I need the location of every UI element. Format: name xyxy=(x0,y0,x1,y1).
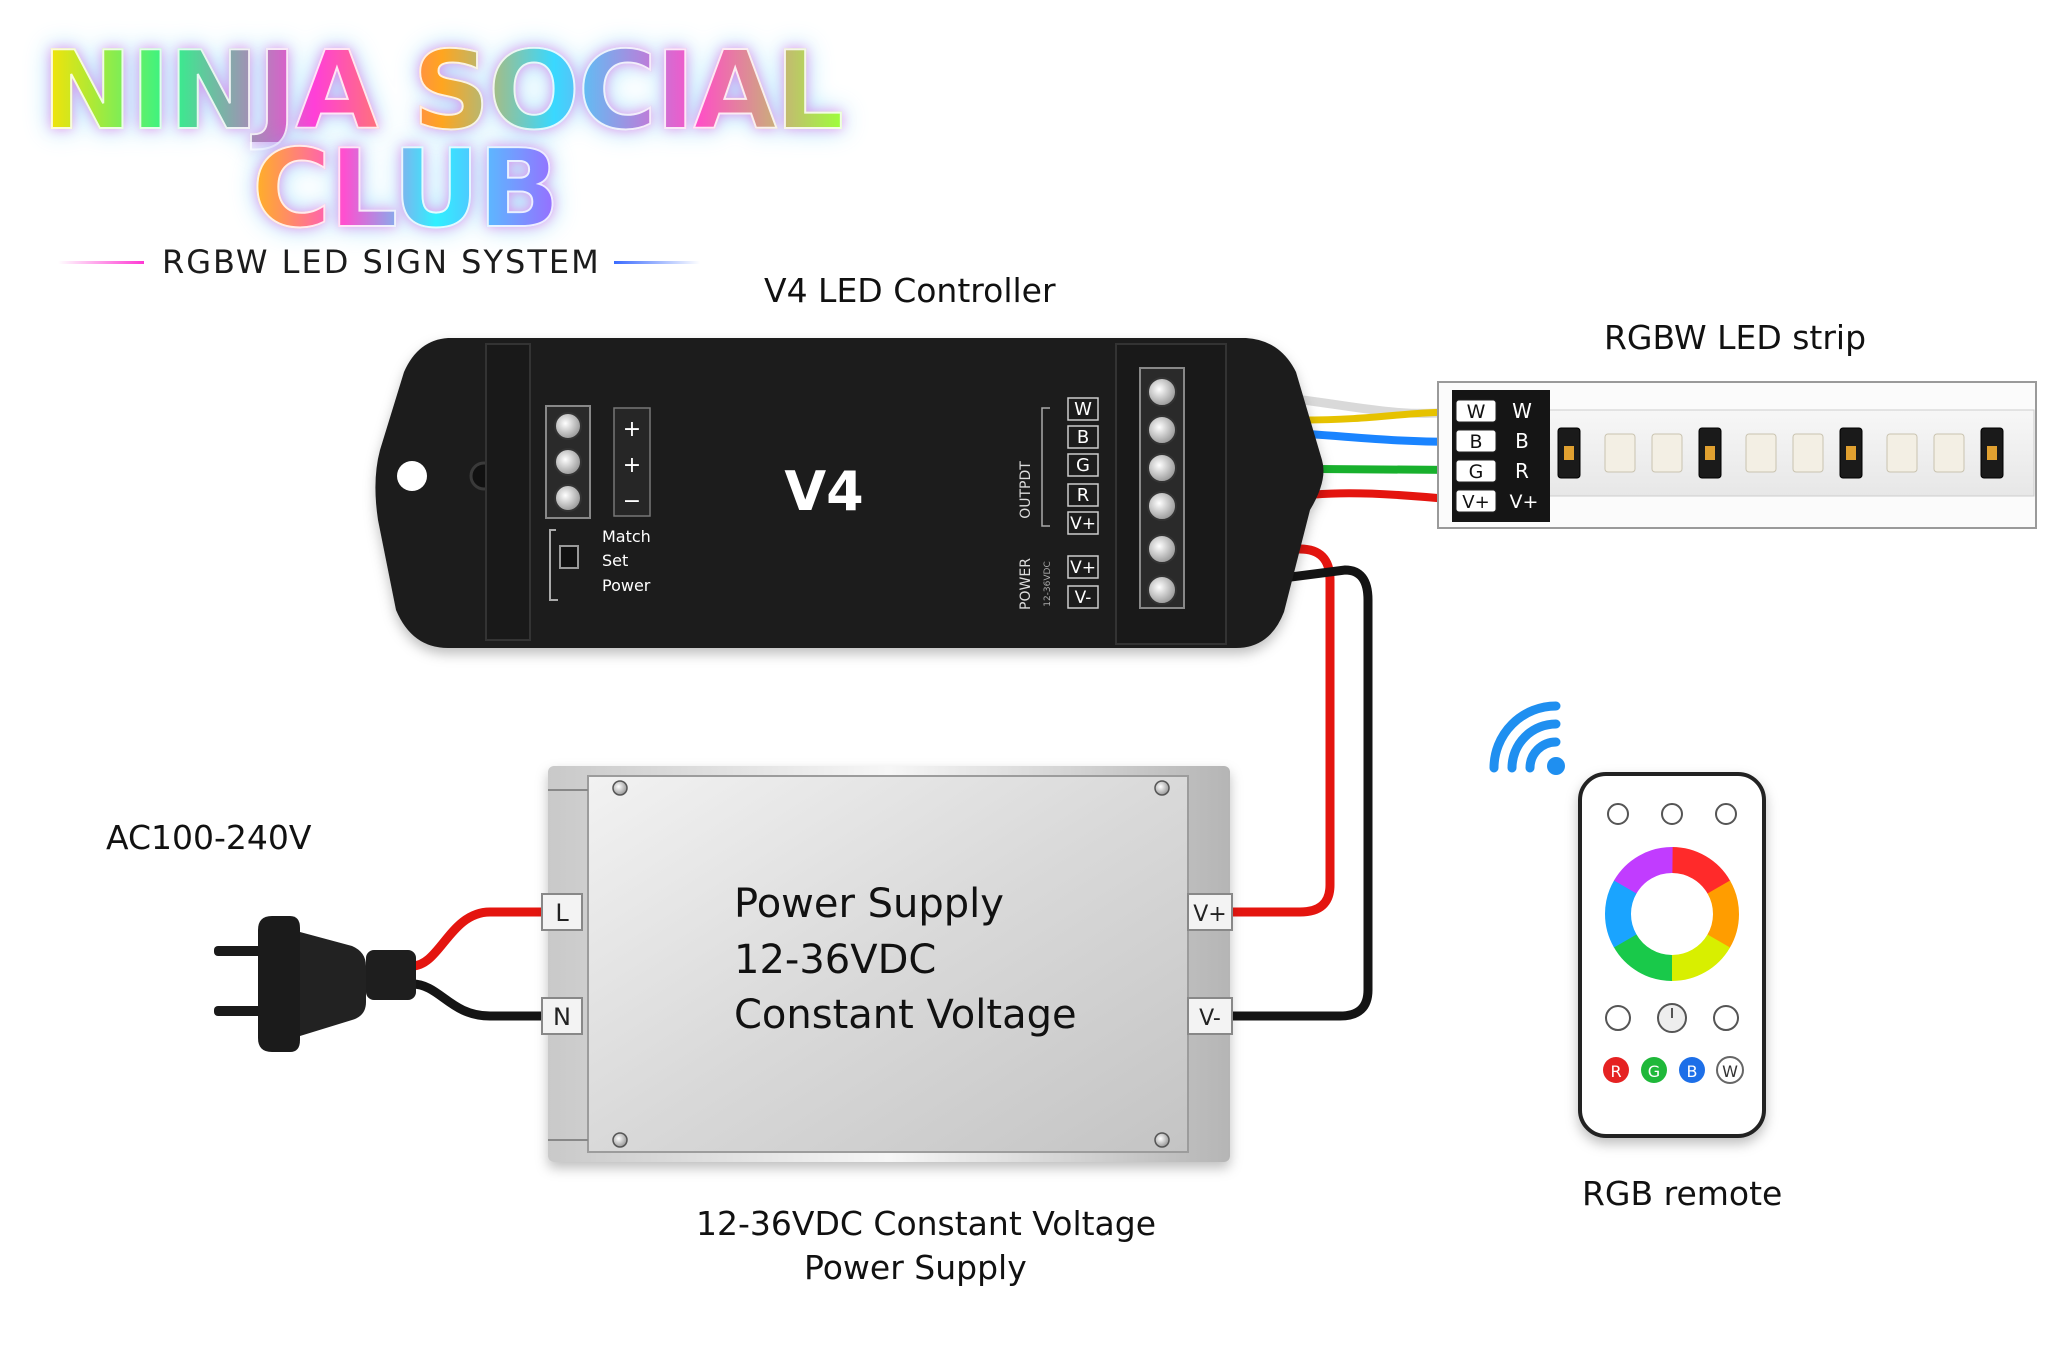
psu-title-line3: Constant Voltage xyxy=(734,992,1077,1038)
pin-label-w: W xyxy=(1512,399,1532,423)
led-chip xyxy=(1604,433,1636,473)
controller-button-plus-1: + xyxy=(623,417,641,442)
wifi-icon xyxy=(1489,701,1565,775)
subtitle-rule-left xyxy=(58,261,144,264)
left-screws xyxy=(554,412,582,512)
brand-logo: NINJA SOCIAL CLUB xyxy=(30,30,845,290)
led-strip-caption: RGBW LED strip xyxy=(1604,318,1867,357)
psu-terminal-n-box xyxy=(541,997,583,1035)
output-label-g: G xyxy=(1076,455,1090,476)
v4-controller xyxy=(375,338,1324,648)
remote-caption: RGB remote xyxy=(1582,1174,1783,1213)
brand-title-line1: NINJA SOCIAL xyxy=(41,29,845,154)
psu-terminal-vminus: V- xyxy=(1199,1006,1221,1031)
psu-caption-line1: 12-36VDC Constant Voltage xyxy=(696,1204,1157,1243)
pin-label-b: B xyxy=(1515,429,1529,453)
remote-mid-buttons xyxy=(1605,1003,1739,1033)
led-chip-solder xyxy=(1846,446,1856,460)
connector-pin-vplus: V+ xyxy=(1462,492,1489,513)
remote-button-g: G xyxy=(1648,1062,1660,1081)
pin-label-vplus: V+ xyxy=(1510,491,1539,513)
psu-terminal-vminus-box xyxy=(1187,997,1233,1035)
left-terminal-frame xyxy=(485,343,531,641)
indicator-match: Match xyxy=(602,527,651,546)
led-chip-solder xyxy=(1564,446,1574,460)
pin-label-r: R xyxy=(1515,459,1529,483)
mains-plug-icon xyxy=(214,916,416,1052)
mains-label: AC100-240V xyxy=(106,818,312,857)
button-panel xyxy=(613,407,651,517)
right-screw-block xyxy=(1139,367,1185,609)
connector-pin-w: W xyxy=(1467,401,1486,423)
controller-caption: V4 LED Controller xyxy=(764,271,1056,310)
subtitle-rule-right xyxy=(614,261,700,264)
psu-title-line2: 12-36VDC xyxy=(734,937,936,983)
psu-screws xyxy=(612,780,1170,1148)
output-label-w: W xyxy=(1074,399,1092,420)
mount-hole xyxy=(397,461,427,491)
led-chip xyxy=(1933,433,1965,473)
output-label-vplus: V+ xyxy=(1070,514,1096,534)
power-group-label: POWER xyxy=(1018,558,1034,610)
led-chip xyxy=(1745,433,1777,473)
output-terminal-labels: W B G R V+ xyxy=(1067,397,1099,535)
psu-terminal-n: N xyxy=(553,1003,571,1031)
led-chip xyxy=(1651,433,1683,473)
psu-terminal-vplus: V+ xyxy=(1193,902,1226,927)
connector-pin-g: G xyxy=(1469,461,1484,483)
led-chips xyxy=(1557,427,2004,479)
right-screws xyxy=(1147,377,1177,605)
wire-yellow xyxy=(1296,408,1462,424)
psu-lid xyxy=(587,775,1189,1153)
set-button xyxy=(559,545,579,569)
remote-button-b: B xyxy=(1687,1062,1698,1081)
wire-black-power xyxy=(1189,565,1373,1021)
wire-black-mains xyxy=(411,979,542,1021)
psu-title-line1: Power Supply xyxy=(734,881,1004,927)
indicator-bracket xyxy=(549,529,558,601)
psu-terminal-l: L xyxy=(555,899,569,927)
remote-button-w: W xyxy=(1722,1062,1738,1081)
psu-caption-line2: Power Supply xyxy=(804,1248,1027,1287)
power-sub-label: 12-36VDC xyxy=(1043,561,1053,607)
output-bracket xyxy=(1041,407,1050,527)
brand-subtitle: RGBW LED SIGN SYSTEM xyxy=(162,243,601,281)
power-label-vminus: V- xyxy=(1075,588,1092,608)
brand-title-line2: CLUB xyxy=(251,127,561,252)
connector-pins: W B G V+ W B R V+ xyxy=(1455,399,1539,513)
led-chip xyxy=(1886,433,1918,473)
psu-terminal-vplus-box xyxy=(1187,893,1233,931)
connector-pin-b: B xyxy=(1469,431,1482,453)
remote-color-wheel xyxy=(1605,847,1739,982)
controller-button-minus: − xyxy=(623,489,641,514)
remote-color-buttons: R G B W xyxy=(1603,1056,1744,1084)
led-chip xyxy=(1792,433,1824,473)
wire-red-mains xyxy=(411,907,542,971)
wire-red-power xyxy=(1190,544,1335,917)
led-chip-solder xyxy=(1987,446,1997,460)
output-label-r: R xyxy=(1077,485,1090,506)
output-group-label: OUTPDT xyxy=(1018,461,1034,519)
brand-subtitle-row: RGBW LED SIGN SYSTEM xyxy=(28,240,708,284)
controller-button-plus-2: + xyxy=(623,453,641,478)
indicator-power: Power xyxy=(602,576,651,595)
indicator-set: Set xyxy=(602,551,628,570)
remote-button-r: R xyxy=(1610,1062,1621,1081)
output-label-b: B xyxy=(1077,427,1089,448)
controller-model-label: V4 xyxy=(784,460,863,523)
led-chip-solder xyxy=(1705,446,1715,460)
remote-top-icons xyxy=(1607,803,1737,825)
power-label-vplus: V+ xyxy=(1070,558,1096,578)
psu-terminal-l-box xyxy=(541,893,583,931)
